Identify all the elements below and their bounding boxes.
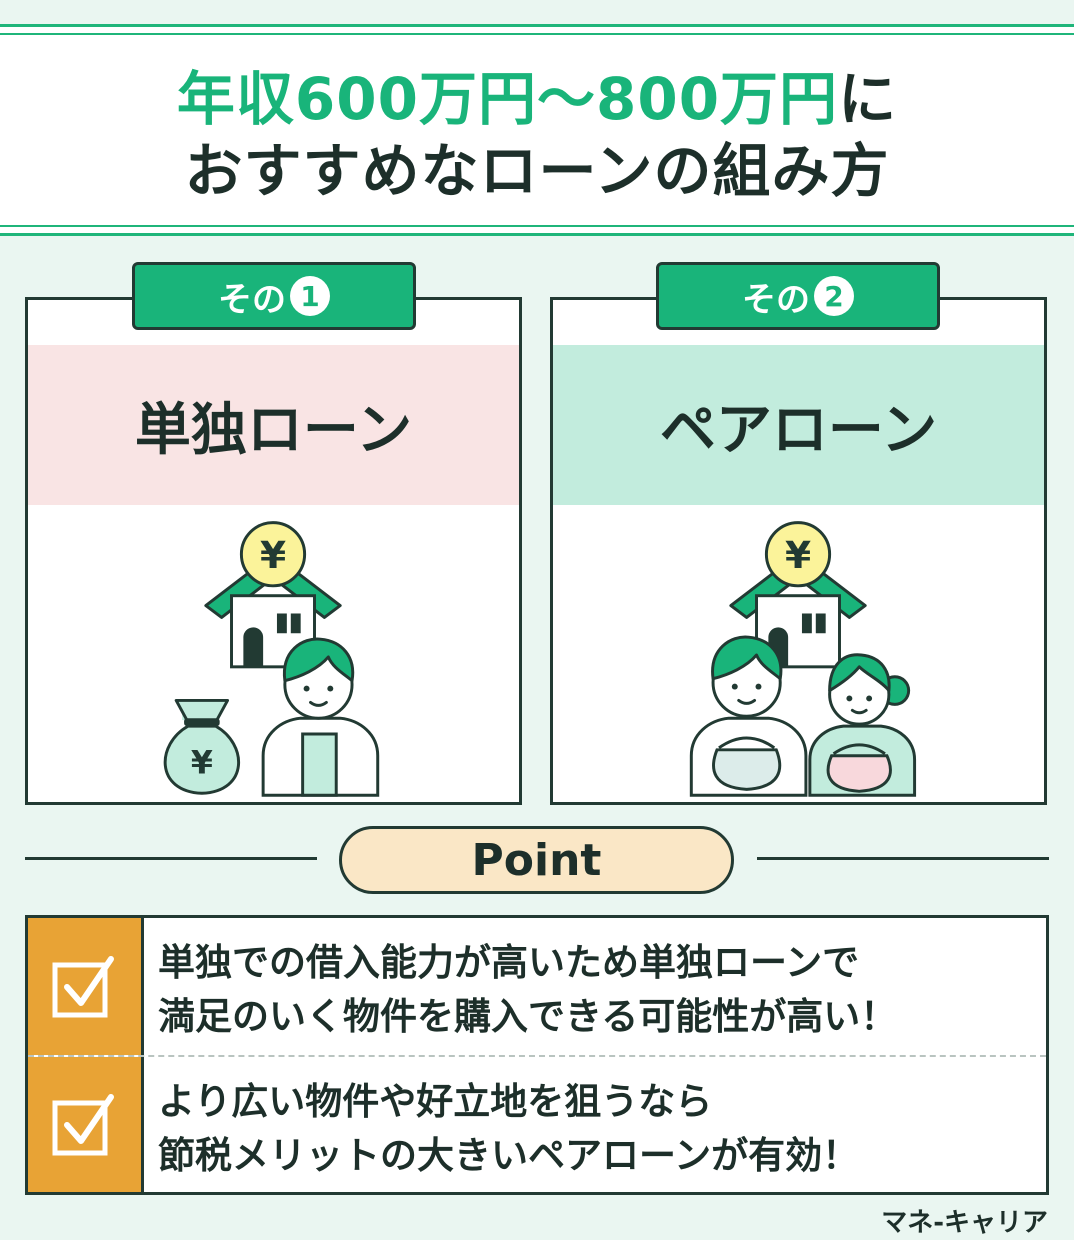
- point-line-1: より広い物件や好立地を狙うなら: [158, 1080, 713, 1123]
- card-heading-single-loan: 単独ローン: [28, 345, 519, 505]
- checkbox-cell: [28, 1057, 144, 1192]
- woman-avatar-icon: [808, 653, 917, 797]
- tab-option-1: その 1: [132, 262, 416, 330]
- tab-label: その: [742, 279, 810, 320]
- point-line-2: 節税メリットの大きいペアローンが有効！: [158, 1134, 860, 1177]
- points-box: 単独での借入能力が高いため単独ローンで 満足のいく物件を購入できる可能性が高い！…: [25, 915, 1049, 1195]
- point-text: 単独での借入能力が高いため単独ローンで 満足のいく物件を購入できる可能性が高い！: [144, 918, 897, 1055]
- svg-text:¥: ¥: [785, 533, 811, 577]
- tab-option-2: その 2: [656, 262, 940, 330]
- yen-coin-icon: ¥: [764, 521, 832, 588]
- pair-loan-illustration: ¥: [689, 521, 917, 797]
- tab-label: その: [218, 279, 286, 320]
- purse-icon: [712, 736, 782, 791]
- number-badge-2: 2: [814, 276, 854, 316]
- header-banner: 年収600万円〜800万円に おすすめなローンの組み方: [0, 24, 1074, 236]
- card-single-loan: 単独ローン ¥ ¥: [25, 297, 522, 805]
- man-avatar-icon: [689, 635, 808, 797]
- yen-coin-icon: ¥: [239, 521, 307, 588]
- checkmark-icon: [52, 955, 114, 1017]
- title-suffix: に: [838, 65, 898, 133]
- man-avatar-icon: [261, 637, 380, 797]
- single-loan-illustration: ¥ ¥: [163, 521, 380, 797]
- svg-text:¥: ¥: [260, 533, 286, 577]
- money-bag-icon: ¥: [163, 698, 240, 795]
- point-badge: Point: [339, 826, 734, 894]
- point-text: より広い物件や好立地を狙うなら 節税メリットの大きいペアローンが有効！: [144, 1057, 859, 1192]
- title-line-2: おすすめなローンの組み方: [184, 137, 890, 205]
- divider-right: [757, 857, 1049, 860]
- card-pair-loan: ペアローン ¥: [550, 297, 1047, 805]
- point-row: より広い物件や好立地を狙うなら 節税メリットの大きいペアローンが有効！: [28, 1055, 1046, 1192]
- title-highlight: 年収600万円〜800万円: [176, 65, 839, 133]
- point-row: 単独での借入能力が高いため単独ローンで 満足のいく物件を購入できる可能性が高い！: [28, 918, 1046, 1055]
- checkmark-icon: [52, 1093, 114, 1155]
- brand-credit: マネ-キャリア: [881, 1208, 1048, 1238]
- svg-text:¥: ¥: [191, 746, 213, 782]
- point-line-1: 単独での借入能力が高いため単独ローンで: [158, 941, 860, 984]
- checkbox-cell: [28, 918, 144, 1055]
- divider-left: [25, 857, 317, 860]
- page-title: 年収600万円〜800万円に おすすめなローンの組み方: [0, 63, 1074, 207]
- number-badge-1: 1: [290, 276, 330, 316]
- purse-icon: [826, 743, 892, 793]
- point-line-2: 満足のいく物件を購入できる可能性が高い！: [158, 995, 898, 1038]
- card-heading-pair-loan: ペアローン: [553, 345, 1044, 505]
